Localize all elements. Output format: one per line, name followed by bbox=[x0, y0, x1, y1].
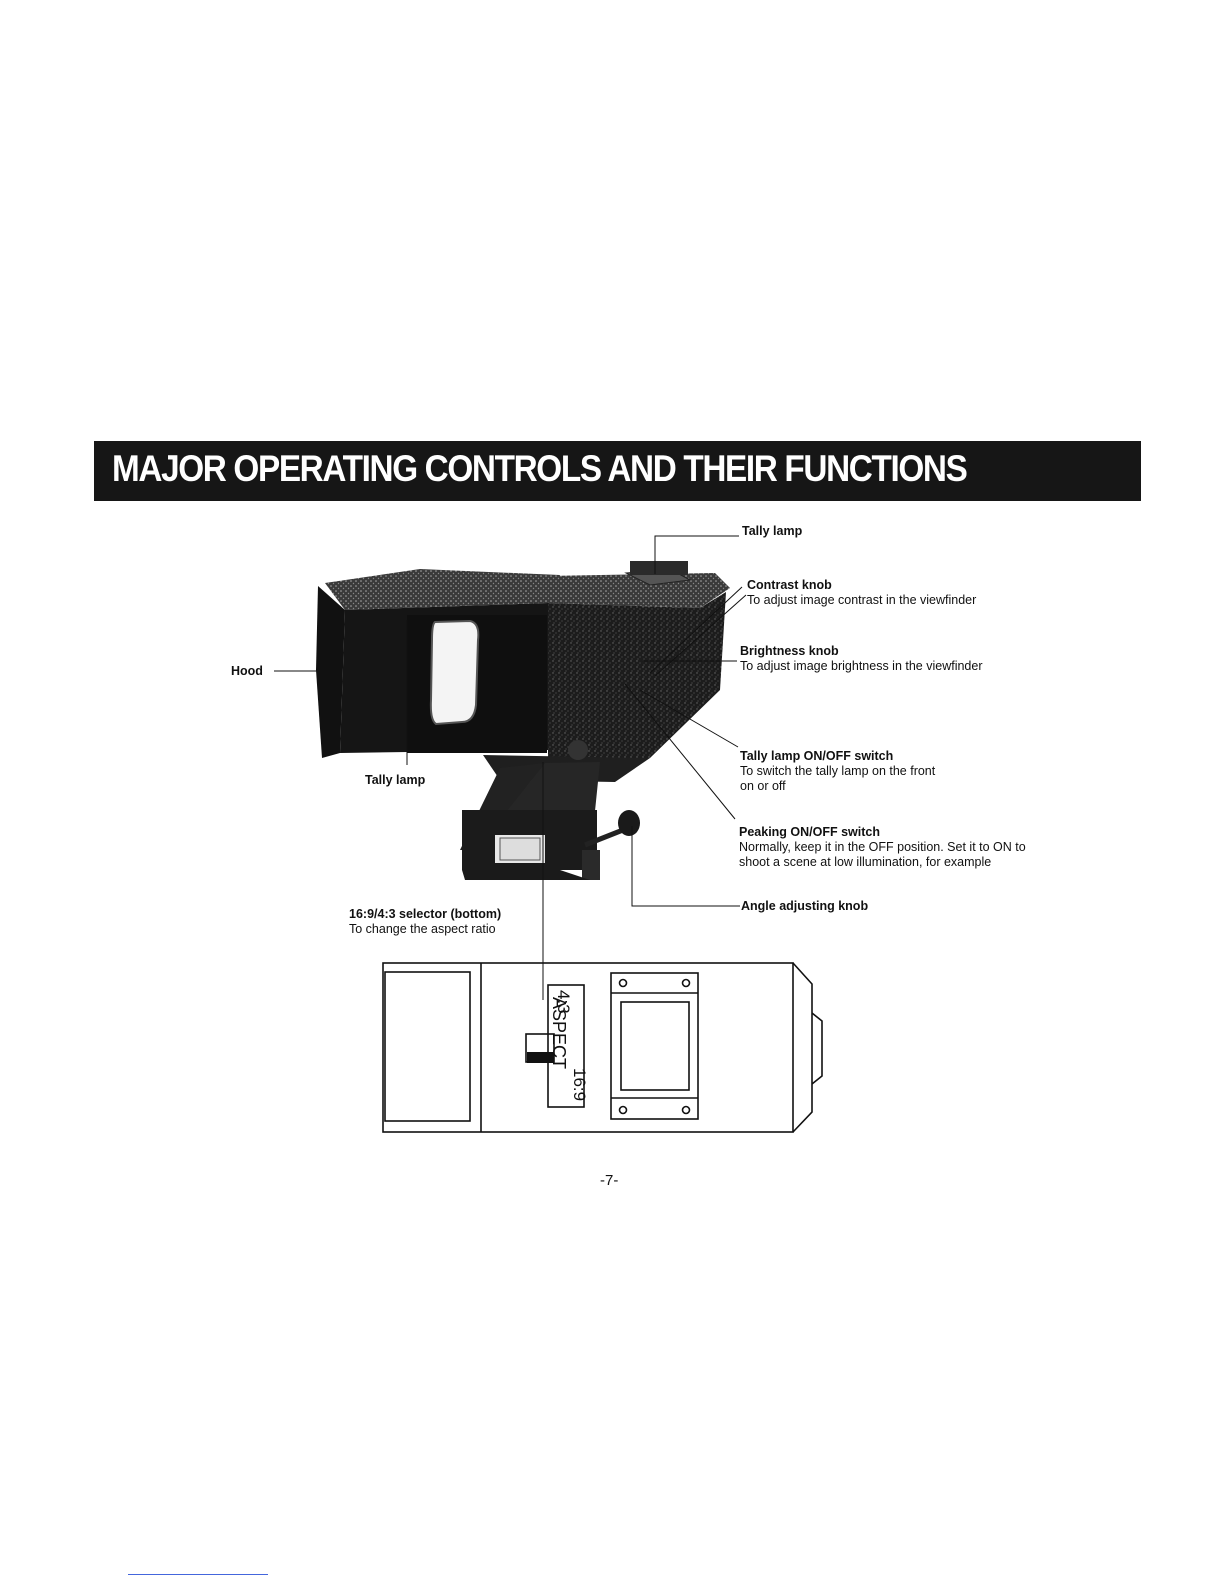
label-hood: Hood bbox=[231, 664, 263, 679]
aspect-word-label: ASPECT bbox=[549, 997, 569, 1069]
ratio-4-3-label: 4:3 bbox=[554, 990, 573, 1014]
bottom-view-drawing bbox=[382, 962, 823, 1133]
tally-lamp-top-name: Tally lamp bbox=[742, 524, 803, 538]
tally-lamp-front-name: Tally lamp bbox=[365, 773, 426, 787]
contrast-knob-desc: To adjust image contrast in the viewfind… bbox=[747, 593, 977, 607]
contrast-knob-name: Contrast knob bbox=[747, 578, 832, 592]
brightness-knob-name: Brightness knob bbox=[740, 644, 839, 658]
bottom-link-underline bbox=[128, 1574, 268, 1575]
aspect-switch-markings: ASPECT 4:3 16:9 bbox=[549, 990, 589, 1101]
section-title-bar: MAJOR OPERATING CONTROLS AND THEIR FUNCT… bbox=[94, 441, 1141, 501]
section-title: MAJOR OPERATING CONTROLS AND THEIR FUNCT… bbox=[112, 448, 968, 489]
label-brightness-knob: Brightness knob To adjust image brightne… bbox=[740, 644, 983, 674]
page-number: -7- bbox=[600, 1172, 619, 1189]
aspect-selector-name: 16:9/4:3 selector (bottom) bbox=[349, 907, 502, 921]
ratio-16-9-label: 16:9 bbox=[570, 1068, 589, 1101]
tally-switch-desc-1: To switch the tally lamp on the front bbox=[740, 764, 936, 778]
label-tally-lamp-front: Tally lamp bbox=[365, 773, 425, 788]
angle-knob-name: Angle adjusting knob bbox=[741, 899, 869, 913]
hood-name: Hood bbox=[231, 664, 263, 678]
viewfinder-photo bbox=[316, 561, 730, 880]
peaking-switch-desc-1: Normally, keep it in the OFF position. S… bbox=[739, 840, 1026, 854]
label-contrast-knob: Contrast knob To adjust image contrast i… bbox=[747, 578, 976, 608]
peaking-switch-name: Peaking ON/OFF switch bbox=[739, 825, 880, 839]
label-peaking-switch: Peaking ON/OFF switch Normally, keep it … bbox=[739, 825, 1026, 870]
label-tally-switch: Tally lamp ON/OFF switch To switch the t… bbox=[740, 749, 935, 794]
tally-switch-name: Tally lamp ON/OFF switch bbox=[740, 749, 894, 763]
label-tally-lamp-top: Tally lamp bbox=[742, 524, 802, 539]
label-angle-knob: Angle adjusting knob bbox=[741, 899, 868, 914]
label-aspect-selector: 16:9/4:3 selector (bottom) To change the… bbox=[349, 907, 501, 937]
tally-switch-desc-2: on or off bbox=[740, 779, 786, 793]
aspect-switch-knob bbox=[527, 1052, 554, 1063]
leader-lines bbox=[274, 535, 747, 1000]
brightness-knob-desc: To adjust image brightness in the viewfi… bbox=[740, 659, 983, 673]
peaking-switch-desc-2: shoot a scene at low illumination, for e… bbox=[739, 855, 992, 869]
aspect-selector-desc: To change the aspect ratio bbox=[349, 922, 496, 936]
